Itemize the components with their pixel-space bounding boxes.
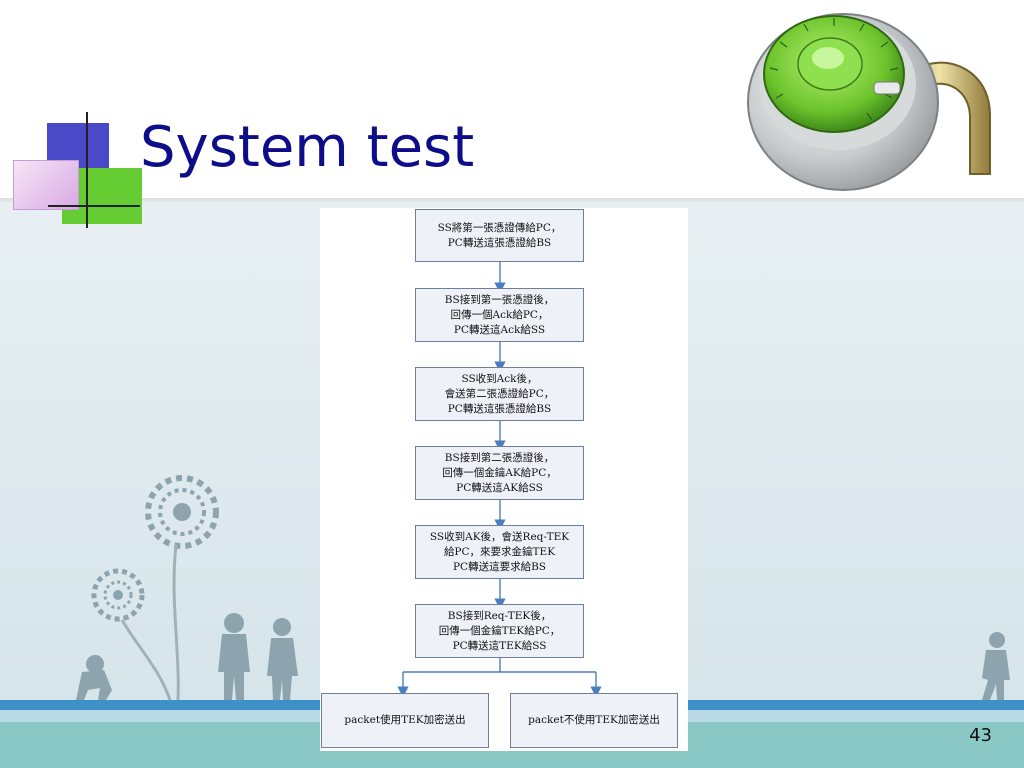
flow-step-5: SS收到AK後，會送Req-TEK 給PC，來要求金鑰TEK PC轉送這要求給B…	[415, 525, 584, 579]
decor-vertical-line	[86, 112, 88, 228]
flow-step-2: BS接到第一張憑證後， 回傳一個Ack給PC， PC轉送這Ack給SS	[415, 288, 584, 342]
background-rule	[0, 198, 1024, 204]
flow-step-6: BS接到Req-TEK後， 回傳一個金鑰TEK給PC， PC轉送這TEK給SS	[415, 604, 584, 658]
flow-step-6-line-3: PC轉送這TEK給SS	[452, 639, 547, 652]
flow-step-2-line-3: PC轉送這Ack給SS	[453, 323, 546, 336]
flow-step-5-line-2: 給PC，來要求金鑰TEK	[443, 545, 556, 558]
combination-padlock-icon	[747, 13, 991, 191]
flow-step-4: BS接到第二張憑證後， 回傳一個金鑰AK給PC， PC轉送這AK給SS	[415, 446, 584, 500]
flow-step-3-line-2: 會送第二張憑證給PC，	[444, 387, 555, 400]
flow-step-1-line-2: PC轉送這張憑證給BS	[447, 236, 552, 249]
flow-step-3: SS收到Ack後， 會送第二張憑證給PC， PC轉送這張憑證給BS	[415, 367, 584, 421]
flow-step-6-line-1: BS接到Req-TEK後，	[447, 609, 552, 622]
flow-step-4-line-3: PC轉送這AK給SS	[456, 481, 543, 494]
flow-step-5-line-1: SS收到AK後，會送Req-TEK	[429, 530, 570, 543]
flowchart-arrows	[397, 262, 602, 698]
slide-title: System test	[140, 115, 475, 180]
people-and-dandelion-silhouettes	[76, 475, 1010, 701]
flow-outcome-encrypted: packet使用TEK加密送出	[321, 693, 489, 748]
flow-step-6-line-2: 回傳一個金鑰TEK給PC，	[438, 624, 561, 637]
flow-step-4-line-2: 回傳一個金鑰AK給PC，	[442, 466, 557, 479]
page-number: 43	[969, 725, 992, 746]
flow-step-3-line-3: PC轉送這張憑證給BS	[447, 402, 552, 415]
decor-horizontal-line	[48, 205, 140, 207]
flow-step-5-line-3: PC轉送這要求給BS	[452, 560, 546, 573]
flow-outcome-unencrypted-label: packet不使用TEK加密送出	[528, 714, 660, 726]
flow-step-1: SS將第一張憑證傳給PC， PC轉送這張憑證給BS	[415, 209, 584, 262]
flow-step-2-line-2: 回傳一個Ack給PC，	[450, 308, 549, 321]
decor-pink-square	[13, 160, 79, 210]
flow-step-1-line-1: SS將第一張憑證傳給PC，	[437, 221, 562, 234]
flowchart-diagram: SS將第一張憑證傳給PC， PC轉送這張憑證給BS BS接到第一張憑證後， 回傳…	[320, 208, 688, 751]
flow-outcome-unencrypted: packet不使用TEK加密送出	[510, 693, 678, 748]
flow-step-3-line-1: SS收到Ack後，	[461, 372, 538, 385]
flow-step-4-line-1: BS接到第二張憑證後，	[444, 451, 555, 464]
flow-step-2-line-1: BS接到第一張憑證後，	[444, 293, 555, 306]
flow-outcome-encrypted-label: packet使用TEK加密送出	[344, 714, 466, 726]
